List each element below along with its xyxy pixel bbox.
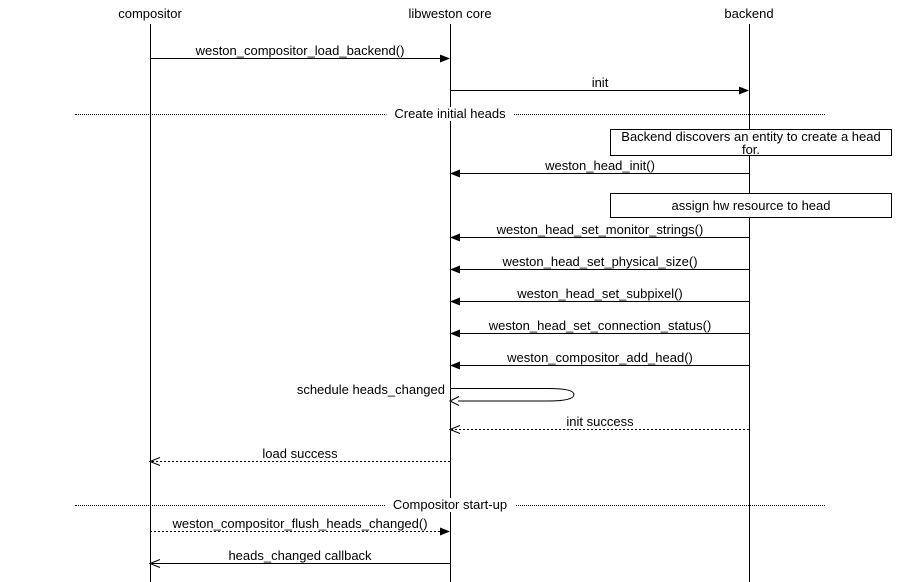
arrow-add-head: [450, 361, 749, 370]
message-label-flush-heads-changed: weston_compositor_flush_heads_changed(): [170, 516, 430, 531]
arrow-set-physical-size: [450, 265, 749, 274]
arrow-set-monitor-strings: [450, 233, 749, 242]
message-label-set-monitor-strings: weston_head_set_monitor_strings(): [494, 222, 706, 237]
message-label-head-init: weston_head_init(): [543, 158, 657, 173]
message-label-set-physical-size: weston_head_set_physical_size(): [500, 254, 700, 269]
arrow-head-init: [450, 169, 749, 178]
note-backend-discovers-head: Backend discovers an entity to create a …: [610, 129, 892, 156]
message-label-init: init: [589, 75, 611, 90]
entity-label-libweston-core: libweston core: [408, 6, 492, 21]
arrow-flush-heads-changed: [150, 527, 450, 536]
message-label-heads-changed-callback: heads_changed callback: [226, 548, 374, 563]
arrow-init-success: [448, 425, 749, 434]
message-label-set-connection-status: weston_head_set_connection_status(): [486, 318, 714, 333]
arrow-schedule-heads-changed: [448, 388, 575, 406]
note-assign-hw-resource: assign hw resource to head: [610, 193, 892, 218]
arrow-set-subpixel: [450, 297, 749, 306]
entity-label-backend: backend: [724, 6, 774, 21]
arrow-heads-changed-callback: [148, 559, 450, 568]
arrow-init: [450, 86, 749, 95]
message-label-init-success: init success: [564, 414, 636, 429]
divider-label: Compositor start-up: [384, 498, 516, 512]
arrow-load-success: [148, 457, 450, 466]
message-label-load-success: load success: [260, 446, 340, 461]
message-label-add-head: weston_compositor_add_head(): [505, 350, 695, 365]
message-label-load-backend: weston_compositor_load_backend(): [193, 43, 407, 58]
message-label-schedule-heads-changed: schedule heads_changed: [294, 382, 447, 397]
divider-label: Create initial heads: [386, 107, 514, 121]
entity-label-compositor: compositor: [118, 6, 182, 21]
message-label-set-subpixel: weston_head_set_subpixel(): [515, 286, 685, 301]
arrow-load-backend: [150, 54, 450, 63]
arrow-set-connection-status: [450, 329, 749, 338]
